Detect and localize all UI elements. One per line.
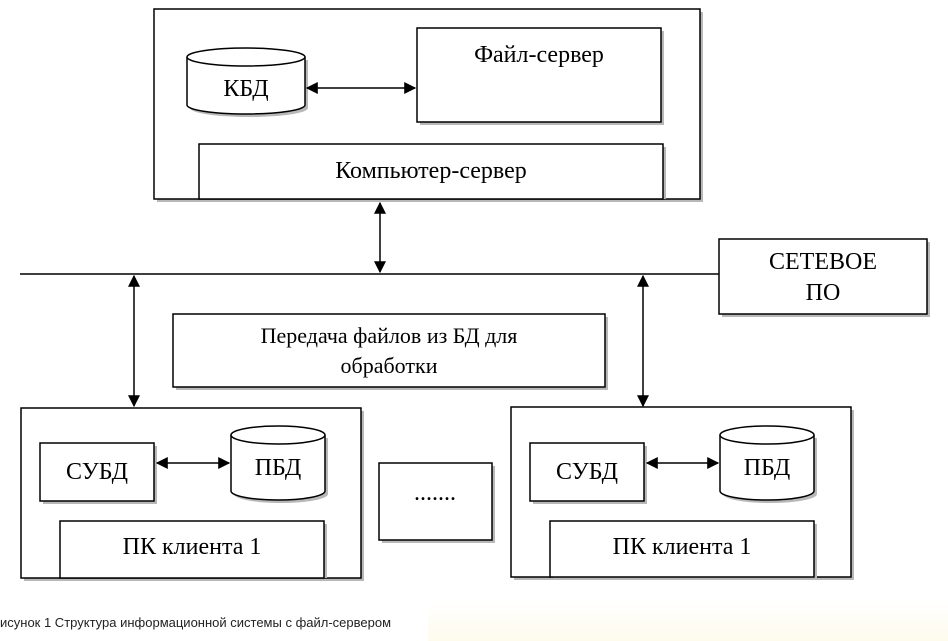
file-server-box: Файл-сервер — [416, 27, 664, 125]
client-right-pc-box: ПК клиента 1 — [549, 520, 817, 578]
client-right-pc-label: ПК клиента 1 — [613, 534, 752, 560]
client-left-pbd-label: ПБД — [255, 455, 302, 481]
file-transfer-note-line1: Передача файлов из БД для — [261, 323, 518, 348]
client-right-pbd-label: ПБД — [744, 455, 791, 481]
computer-server-box: Компьютер-сервер — [198, 143, 666, 200]
client-left-pc-box: ПК клиента 1 — [59, 520, 327, 579]
client-block-right: СУБД ПБД ПК клиента 1 — [510, 406, 854, 580]
client-right-dbms-box: СУБД — [529, 442, 647, 504]
client-left-dbms-box: СУБД — [39, 442, 157, 504]
file-transfer-note-line2: обработки — [341, 353, 438, 378]
server-block: КБД Файл-сервер Компьютер-сервер — [153, 8, 703, 202]
more-clients-box: ....... — [378, 462, 495, 543]
network-software-box: СЕТЕВОЕ ПО — [718, 238, 930, 317]
network-software-line2: ПО — [806, 280, 841, 306]
client-left-pbd-cylinder: ПБД — [230, 425, 328, 503]
network-software-line1: СЕТЕВОЕ — [769, 249, 877, 275]
computer-server-label: Компьютер-сервер — [335, 158, 527, 184]
client-block-left: СУБД ПБД ПК клиента 1 — [20, 407, 364, 581]
file-transfer-note-box: Передача файлов из БД для обработки — [172, 313, 608, 390]
kbd-label: КБД — [223, 76, 268, 102]
client-right-pbd-cylinder: ПБД — [719, 425, 817, 503]
kbd-database-cylinder: КБД — [186, 47, 308, 117]
client-left-dbms-label: СУБД — [66, 459, 128, 485]
figure-caption: исунок 1 Структура информационной систем… — [0, 615, 392, 630]
background-watermark — [428, 601, 948, 641]
more-clients-ellipsis: ....... — [414, 480, 456, 506]
client-right-dbms-label: СУБД — [556, 459, 618, 485]
file-server-label: Файл-сервер — [474, 42, 604, 68]
client-left-pc-label: ПК клиента 1 — [123, 534, 262, 560]
